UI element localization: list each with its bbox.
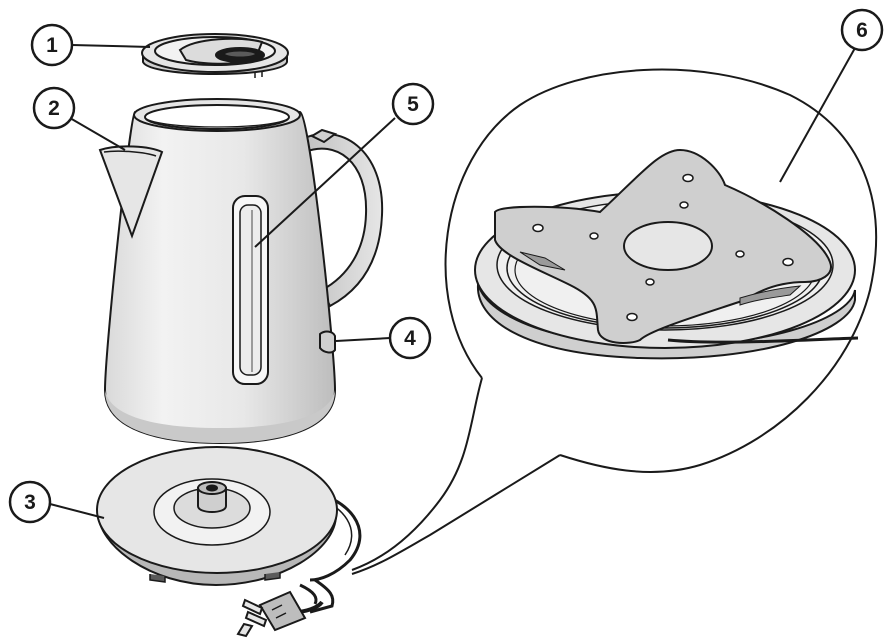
power-plug [236, 590, 307, 638]
leader-line-2 [69, 117, 126, 151]
kettle-lid [141, 33, 289, 78]
callout-label-1: 1 [46, 34, 58, 57]
power-cord [294, 578, 335, 614]
leader-line-5 [254, 117, 396, 248]
power-switch [319, 330, 336, 354]
callout-label-4: 4 [404, 327, 416, 350]
bracket-screw-holes [532, 173, 794, 322]
callout-label-5: 5 [407, 93, 419, 116]
callout-2: 2 [32, 86, 76, 130]
callout-1: 1 [30, 23, 74, 67]
cord-storage-detail [474, 148, 859, 360]
callout-5: 5 [391, 82, 435, 126]
callout-4: 4 [388, 316, 432, 360]
leader-line-1 [71, 44, 151, 48]
kettle-spout [98, 145, 164, 239]
leader-line-4 [335, 337, 391, 342]
leader-line-6 [779, 47, 856, 183]
power-base [96, 446, 362, 587]
leader-lines [49, 44, 856, 519]
callout-6: 6 [840, 8, 884, 52]
leader-line-3 [49, 503, 105, 519]
kettle-handle [298, 132, 384, 308]
callout-label-3: 3 [24, 491, 36, 514]
callout-label-2: 2 [48, 97, 60, 120]
callout-label-6: 6 [856, 19, 868, 42]
kettle-body [98, 98, 384, 445]
callout-3: 3 [8, 480, 52, 524]
